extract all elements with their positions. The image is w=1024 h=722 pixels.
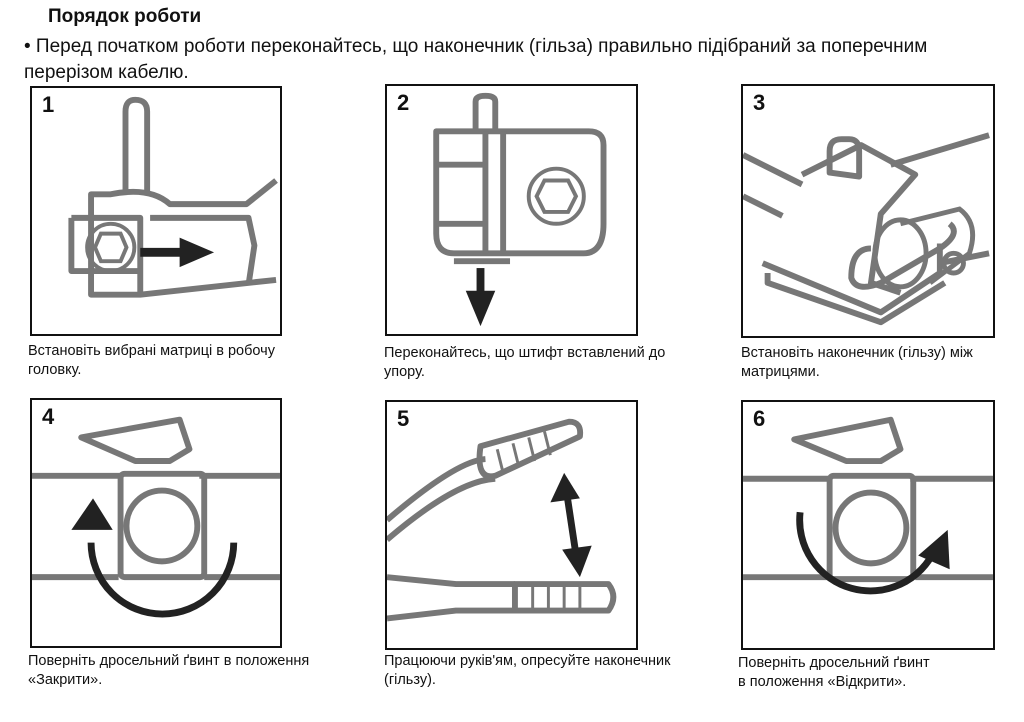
die-insert-diagram xyxy=(68,96,278,298)
caption-line: «Закрити». xyxy=(28,672,103,688)
up-down-arrow-icon xyxy=(550,472,592,578)
valve-close-diagram xyxy=(32,416,280,618)
step-number: 1 xyxy=(42,92,55,117)
step-5-illustration: 5 xyxy=(385,400,638,650)
step-1-illustration: 1 xyxy=(30,86,282,336)
caption-line: (гільзу). xyxy=(384,672,436,688)
caption-line: Встановіть вибрані матриці в робочу xyxy=(28,343,275,359)
intro-text: • Перед початком роботи переконайтесь, щ… xyxy=(24,36,928,83)
caption-line: Працюючи руків'ям, опресуйте наконечник xyxy=(384,653,671,669)
arrow-right-icon xyxy=(140,237,215,268)
rotate-cw-arrow-icon xyxy=(796,511,950,595)
step-3-illustration: 3 xyxy=(741,84,995,338)
step-3-caption: Встановіть наконечник (гільзу) між матри… xyxy=(741,344,973,382)
caption-line: матрицями. xyxy=(741,364,820,380)
caption-line: в положення «Відкрити». xyxy=(738,674,907,690)
step-2-caption: Переконайтесь, що штифт вставлений до уп… xyxy=(384,344,665,382)
step-4-illustration: 4 xyxy=(30,398,282,648)
valve-open-diagram xyxy=(743,416,993,595)
step-number: 2 xyxy=(397,90,410,115)
step-4-caption: Поверніть дросельний ґвинт в положення «… xyxy=(28,652,309,690)
handle-pumping-diagram xyxy=(387,418,617,622)
terminal-insert-diagram xyxy=(743,132,990,326)
caption-line: Поверніть дросельний ґвинт в положення xyxy=(28,653,310,669)
step-5-caption: Працюючи руків'ям, опресуйте наконечник … xyxy=(384,652,671,690)
step-number: 3 xyxy=(753,90,766,115)
step-number: 6 xyxy=(753,406,766,431)
step-number: 4 xyxy=(42,404,55,429)
caption-line: головку. xyxy=(28,362,82,378)
caption-line: Поверніть дросельний ґвинт xyxy=(738,655,930,671)
step-number: 5 xyxy=(397,406,410,431)
step-6-caption: Поверніть дросельний ґвинт в положення «… xyxy=(738,654,930,692)
step-2-illustration: 2 xyxy=(385,84,638,336)
caption-line: упору. xyxy=(384,364,425,380)
pin-diagram xyxy=(433,92,607,327)
caption-line: Переконайтесь, що штифт вставлений до xyxy=(384,345,666,361)
step-1-caption: Встановіть вибрані матриці в робочу голо… xyxy=(28,342,275,380)
page-title: Порядок роботи xyxy=(48,6,202,27)
caption-line: Встановіть наконечник (гільзу) між xyxy=(741,345,973,361)
step-6-illustration: 6 xyxy=(741,400,995,650)
rotate-ccw-arrow-icon xyxy=(71,498,238,618)
arrow-down-icon xyxy=(465,268,496,327)
